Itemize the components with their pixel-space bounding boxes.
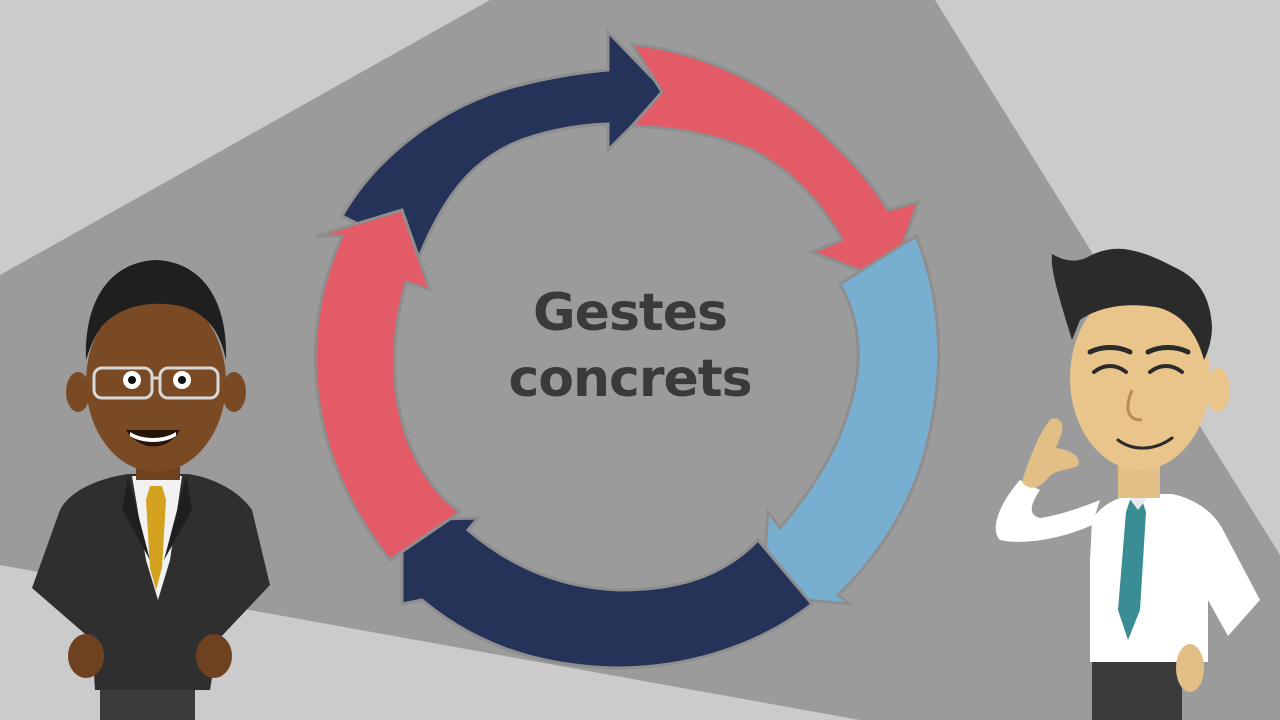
- businessman-left: [32, 260, 270, 720]
- title-line-1: Gestes: [533, 283, 728, 343]
- right-tie: [1118, 500, 1146, 640]
- glasses: [92, 366, 220, 400]
- arrow-top-left: [339, 28, 669, 258]
- businessman-right: [995, 248, 1260, 720]
- arrow-right: [760, 233, 941, 606]
- diagram-title: Gestes concrets: [430, 280, 830, 412]
- title-line-2: concrets: [508, 349, 752, 409]
- arrow-left: [313, 208, 463, 563]
- left-tie: [146, 486, 166, 590]
- cycle-diagram: [313, 28, 941, 670]
- arrow-bottom: [400, 516, 815, 670]
